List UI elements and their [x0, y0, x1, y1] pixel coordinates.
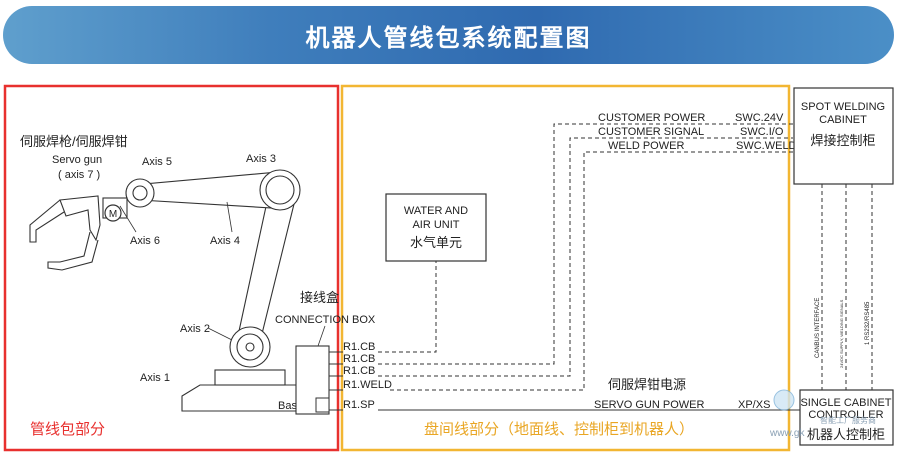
servo-gun-power-label: SERVO GUN POWER: [594, 399, 704, 411]
connection-box-cn-label: 接线盒: [300, 290, 339, 305]
robot-upper-arm: [132, 171, 279, 209]
water-air-unit: [385, 193, 487, 262]
swc-io-label: SWC.I/O: [740, 126, 784, 138]
servo-gun-power-cn-label: 伺服焊钳电源: [608, 377, 686, 392]
watermark-logo-icon: [773, 389, 795, 411]
water-air-en-line2: AIR UNIT: [412, 219, 459, 231]
spot-welding-cabinet: [793, 87, 894, 185]
right-panel-caption: 盘间线部分（地面线、控制柜到机器人）: [424, 420, 694, 438]
left-panel-frame: [3, 84, 340, 452]
gun-lower-jaw: [47, 231, 99, 271]
spot-cabinet-en-line1: SPOT WELDING: [801, 101, 885, 113]
swc-weld-label: SWC.WELD: [736, 140, 797, 152]
customer-power-label: CUSTOMER POWER: [598, 112, 705, 124]
spot-cabinet-cn: 焊接控制柜: [810, 133, 875, 148]
robot-turret: [214, 369, 286, 386]
axis4-label: Axis 4: [210, 235, 240, 247]
watermark-text-2: www.gk: [769, 428, 805, 439]
controller-en-line2: CONTROLLER: [808, 409, 883, 421]
page-title: 机器人管线包系统配置图: [3, 6, 894, 64]
xp-xs-label: XP/XS: [738, 399, 770, 411]
connector-r1cb-3: R1.CB: [343, 365, 375, 377]
servo-gun-en-label: Servo gun: [52, 154, 102, 166]
axis1-label: Axis 1: [140, 372, 170, 384]
customer-signal-label: CUSTOMER SIGNAL: [598, 126, 704, 138]
servo-gun-axis-label: ( axis 7 ): [58, 169, 100, 181]
welding-signals-label: 24VDC SUPPLY, WELDING SIGNALS: [839, 299, 844, 368]
connector-r1sp: R1.SP: [343, 399, 375, 411]
water-air-en-line1: WATER AND: [404, 205, 468, 217]
rs232-rs485-label: 1 RS232/RS485: [865, 301, 871, 345]
axis6-label: Axis 6: [130, 235, 160, 247]
water-air-cn: 水气单元: [410, 235, 462, 250]
left-panel-caption: 管线包部分: [30, 421, 105, 438]
axis3-label: Axis 3: [246, 153, 276, 165]
controller-cn: 机器人控制柜: [807, 427, 885, 442]
connector-wires: [329, 351, 343, 411]
cable-runs: [378, 123, 793, 391]
motor-symbol: M: [109, 209, 117, 220]
gun-frame: [59, 195, 101, 242]
connection-box-en-label: CONNECTION BOX: [275, 314, 376, 326]
connector-r1cb-2: R1.CB: [343, 353, 375, 365]
axis2-label: Axis 2: [180, 323, 210, 335]
gun-upper-jaw: [29, 199, 65, 243]
swc-24v-label: SWC.24V: [735, 112, 784, 124]
watermark-text-1: 智能工厂服务商: [820, 415, 876, 425]
controller-en-line1: SINGLE CABINET: [800, 397, 891, 409]
canbus-interface-label: CANBUS INTERFACE: [815, 298, 821, 358]
servo-gun-cn-label: 伺服焊枪/伺服焊钳: [20, 134, 128, 149]
right-panel-frame: [340, 84, 791, 452]
robot-arm: [29, 169, 321, 412]
axis5-label: Axis 5: [142, 156, 172, 168]
spot-cabinet-en-line2: CABINET: [819, 114, 867, 126]
cabinet-links: [821, 184, 873, 390]
motor-icon: [104, 204, 122, 222]
connector-r1weld: R1.WELD: [343, 379, 392, 391]
robot-controller-cabinet: [799, 389, 894, 446]
weld-power-label: WELD POWER: [608, 140, 684, 152]
connector-r1cb-1: R1.CB: [343, 341, 375, 353]
